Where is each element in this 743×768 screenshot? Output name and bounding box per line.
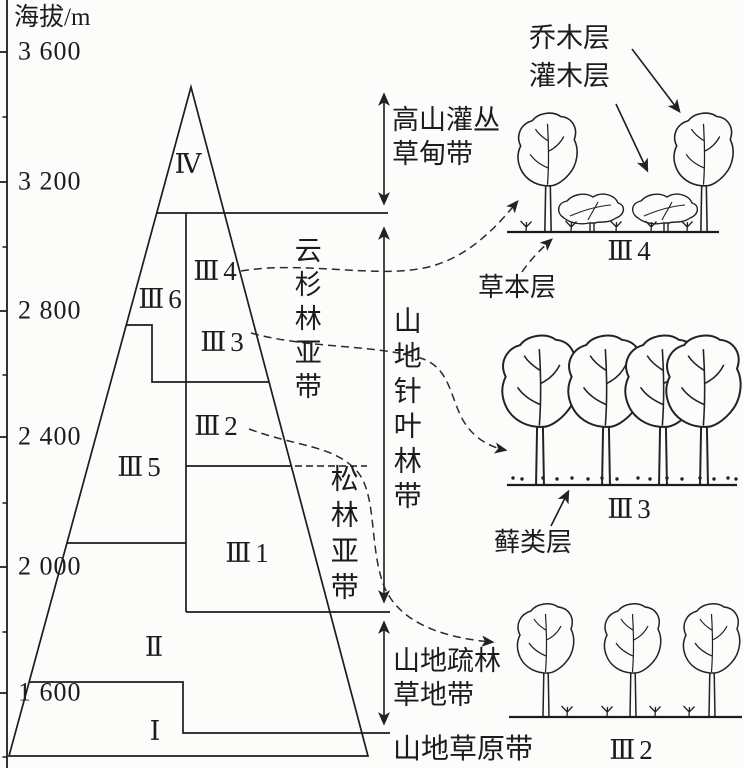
- shrub-icon: [557, 193, 625, 233]
- zone-label-iii5: Ⅲ5: [117, 452, 165, 483]
- elevation-axis: [0, 0, 8, 768]
- scene-label-iii4: Ⅲ4: [607, 236, 655, 267]
- herb-layer-pointer-dashed: [521, 238, 553, 273]
- tree-layer-pointer: [631, 48, 681, 114]
- axis-major-ticks: [0, 51, 7, 694]
- tree-icon: [516, 603, 575, 718]
- grass-icon: [560, 705, 574, 718]
- belt-label-alpine-shrub-meadow-line1: 高山灌丛: [392, 105, 500, 135]
- pyramid-outline: [7, 83, 370, 757]
- layer-label-herb: 草本层: [478, 273, 557, 302]
- tick-label-2400: 2 400: [18, 421, 82, 451]
- tree-icon: [501, 334, 578, 486]
- zone-label-iv: Ⅳ: [174, 149, 206, 180]
- grass-icon: [519, 220, 533, 233]
- pointer-arrows: [550, 48, 681, 527]
- veg-scene-iii3: [501, 334, 742, 487]
- zone-label-ii: Ⅱ: [144, 632, 168, 663]
- belt-label-pine-subzone: 松林亚带: [326, 464, 358, 608]
- axis-minor-ticks: [2, 116, 7, 758]
- belt-label-alpine-shrub-meadow-line2: 草甸带: [392, 139, 473, 169]
- mountain-pyramid: [7, 83, 390, 757]
- scene-label-iii3: Ⅲ3: [607, 494, 655, 525]
- tick-label-3200: 3 200: [18, 166, 82, 196]
- tree-icon: [603, 603, 662, 718]
- grass-icon: [600, 705, 614, 718]
- axis-title: 海拔/m: [14, 4, 91, 31]
- zone-label-iii4: Ⅲ4: [193, 256, 241, 287]
- shrub-layer-pointer: [615, 103, 649, 173]
- zone-label-iii2: Ⅲ2: [194, 411, 242, 442]
- zone-label-iii1: Ⅲ1: [225, 538, 273, 569]
- layer-label-shrub: 灌木层: [529, 61, 610, 91]
- zone-label-i: Ⅰ: [149, 716, 165, 747]
- leader-iii4: [240, 200, 519, 273]
- veg-scene-iii2: [509, 603, 742, 719]
- grass-icon: [609, 220, 623, 233]
- grass-icon: [648, 705, 662, 718]
- belt-label-alpine-shrub-meadow: 高山灌丛 草甸带: [392, 103, 500, 171]
- zone-label-iii3: Ⅲ3: [200, 327, 248, 358]
- tick-label-3600: 3 600: [18, 36, 82, 66]
- belt-label-open-forest-grassland-line1: 山地疏林: [393, 646, 501, 676]
- tree-icon: [682, 603, 741, 718]
- veg-scene-iii4: [507, 112, 734, 234]
- tick-label-2000: 2 000: [18, 551, 82, 581]
- zone-label-iii6: Ⅲ6: [138, 284, 186, 315]
- layer-label-tree: 乔木层: [529, 23, 610, 53]
- leader-iii3: [250, 332, 508, 454]
- belt-label-conifer-forest: 山地针叶林带: [389, 306, 421, 516]
- leader-dashed-lines: [240, 200, 553, 647]
- leader-iii2: [248, 428, 495, 647]
- belt-label-mountain-steppe: 山地草原带: [393, 734, 534, 765]
- grass-icon: [644, 220, 658, 233]
- tick-label-2800: 2 800: [18, 295, 82, 325]
- tick-label-1600: 1 600: [18, 677, 82, 707]
- grass-icon: [564, 220, 578, 233]
- moss-dots: [511, 476, 738, 481]
- grass-icon: [680, 220, 694, 233]
- scene-label-iii2: Ⅲ2: [609, 735, 657, 766]
- moss-layer-pointer: [550, 489, 570, 527]
- zone-boundary-lines: [29, 212, 390, 734]
- grass-icon: [682, 705, 696, 718]
- belt-label-open-forest-grassland-line2: 草地带: [393, 680, 474, 710]
- tree-icon: [665, 334, 742, 486]
- belt-label-spruce-subzone: 云杉林亚带: [290, 236, 321, 406]
- belt-label-open-forest-grassland: 山地疏林 草地带: [393, 644, 501, 712]
- layer-label-moss: 藓类层: [494, 528, 573, 557]
